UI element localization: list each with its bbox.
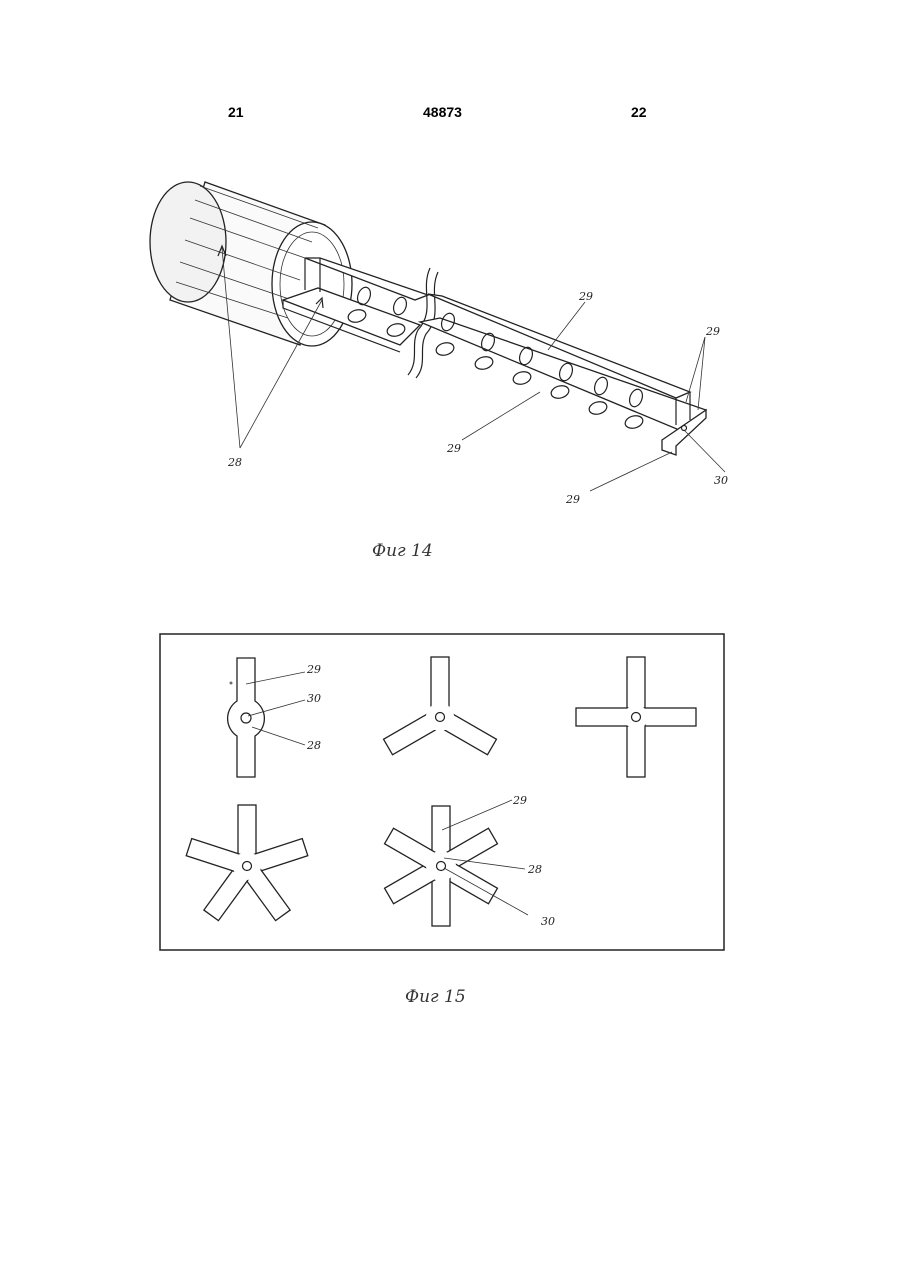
profile-four-arms bbox=[576, 657, 696, 777]
label-30-six-arm: 30 bbox=[541, 915, 555, 928]
profile-six-arms bbox=[385, 800, 528, 926]
label-28-six-arm: 28 bbox=[527, 863, 542, 876]
profile-five-arms bbox=[186, 805, 308, 921]
label-28-profile: 28 bbox=[306, 739, 321, 752]
label-29-top: 29 bbox=[578, 290, 593, 303]
label-29-middle: 29 bbox=[446, 442, 461, 455]
figure-15-caption: Фиг 15 bbox=[405, 987, 466, 1007]
label-29-bottom: 29 bbox=[565, 493, 580, 506]
label-30: 30 bbox=[714, 474, 728, 487]
profile-two-arms bbox=[228, 658, 305, 777]
rod-right-section bbox=[420, 294, 706, 455]
label-29-six-arm: 29 bbox=[512, 794, 527, 807]
figure-15: 29 30 28 bbox=[160, 634, 724, 1007]
label-28: 28 bbox=[227, 456, 242, 469]
figure-14: 28 29 29 29 29 30 Фиг 14 bbox=[150, 182, 728, 561]
label-29-right: 29 bbox=[705, 325, 720, 338]
label-29-profile: 29 bbox=[306, 663, 321, 676]
figure-14-caption: Фиг 14 bbox=[372, 541, 433, 561]
label-30-profile: 30 bbox=[307, 692, 321, 705]
profile-three-arms bbox=[384, 657, 497, 755]
